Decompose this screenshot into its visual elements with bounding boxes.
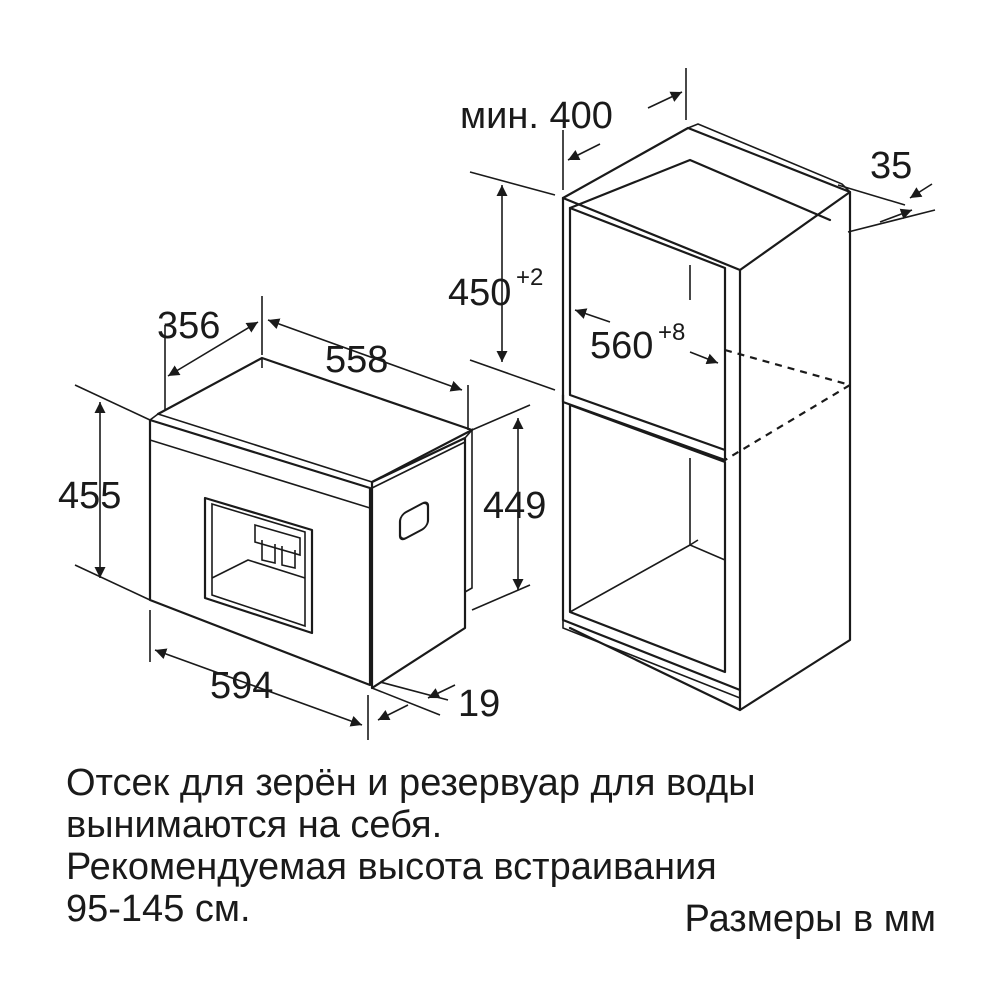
side-handle: [398, 501, 430, 541]
note-line-4: 95-145 см.: [66, 888, 251, 930]
appliance-side: [370, 436, 467, 690]
note-line-3: Рекомендуемая высота встраивания: [66, 846, 717, 888]
installation-note: Отсек для зерён и резервуар для воды вын…: [66, 762, 756, 930]
appliance-drawing: [148, 356, 474, 690]
dim-560: 560: [590, 325, 653, 367]
dim-450-tolerance: +2: [516, 264, 543, 291]
units-label: Размеры в мм: [684, 898, 936, 940]
cabinet-side: [738, 190, 852, 712]
dimension-lines: [74, 68, 936, 740]
note-line-2: вынимаются на себя.: [66, 804, 443, 846]
dim-19: 19: [458, 683, 500, 725]
dim-min-400: мин. 400: [460, 95, 613, 137]
dim-449: 449: [483, 485, 546, 527]
appliance-front-panel: [148, 418, 372, 687]
lower-opening: [568, 403, 727, 674]
dimension-labels: 356 558 455 449 594 19 мин. 400 450 +2 5…: [58, 95, 912, 725]
dispenser-opening: [203, 496, 314, 635]
dim-35: 35: [870, 145, 912, 187]
shelf-hidden-edge: [724, 348, 853, 461]
appliance-top: [156, 356, 474, 484]
dim-594: 594: [210, 665, 273, 707]
note-line-1: Отсек для зерён и резервуар для воды: [66, 762, 756, 804]
dim-450: 450: [448, 272, 511, 314]
dim-356: 356: [157, 305, 220, 347]
niche-drawing: [561, 123, 853, 712]
dim-560-tolerance: +8: [658, 319, 685, 346]
shelf: [561, 393, 727, 462]
cabinet-top: [561, 126, 852, 272]
dim-455: 455: [58, 475, 121, 517]
cabinet-front: [561, 196, 742, 692]
dim-558: 558: [325, 339, 388, 381]
